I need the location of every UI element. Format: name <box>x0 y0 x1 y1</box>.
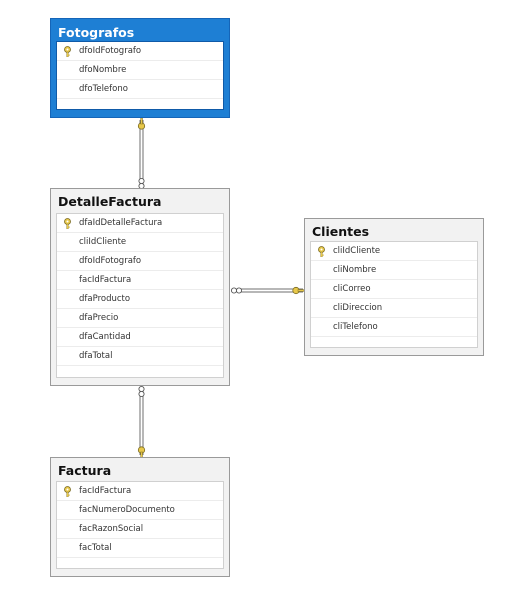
column-row[interactable]: facIdFactura <box>57 271 223 290</box>
column-row[interactable]: cliTelefono <box>311 318 477 337</box>
infinity-icon <box>138 385 145 398</box>
column-name: cliCorreo <box>333 284 371 294</box>
relationship-clientes-detallefactura[interactable] <box>230 286 305 295</box>
column-row[interactable]: dfaProducto <box>57 290 223 309</box>
column-name: cliNombre <box>333 265 377 275</box>
empty-row <box>311 337 477 351</box>
column-name: cliIdCliente <box>333 246 381 256</box>
column-row[interactable]: dfaPrecio <box>57 309 223 328</box>
primary-key-icon <box>63 46 72 58</box>
column-name: facIdFactura <box>79 275 132 285</box>
key-icon <box>137 117 146 130</box>
column-row[interactable]: dfoNombre <box>57 61 223 80</box>
column-row[interactable]: dfoIdFotografo <box>57 42 223 61</box>
column-name: dfoTelefono <box>79 84 128 94</box>
relationship-fotografos-detallefactura[interactable] <box>137 117 146 190</box>
table-title: Fotografos <box>58 25 135 40</box>
column-name: dfoNombre <box>79 65 127 75</box>
column-row[interactable]: cliDireccion <box>311 299 477 318</box>
column-name: facRazonSocial <box>79 524 144 534</box>
infinity-icon <box>230 287 243 294</box>
primary-key-icon <box>63 486 72 498</box>
column-row[interactable]: dfaIdDetalleFactura <box>57 214 223 233</box>
column-grid: facIdFactura facNumeroDocumento facRazonSo… <box>56 481 224 569</box>
column-name: dfoIdFotografo <box>79 256 142 266</box>
column-row[interactable]: dfaCantidad <box>57 328 223 347</box>
primary-key-icon <box>63 218 72 230</box>
table-title: DetalleFactura <box>58 194 162 209</box>
column-grid: dfoIdFotografo dfoNombre dfoTelefono <box>56 41 224 110</box>
column-row[interactable]: cliCorreo <box>311 280 477 299</box>
column-grid: dfaIdDetalleFactura cliIdCliente dfoIdFoto… <box>56 213 224 378</box>
table-fotografos[interactable]: Fotografos dfoIdFotografo dfoNombre dfoTel… <box>50 18 230 118</box>
column-row[interactable]: cliNombre <box>311 261 477 280</box>
key-icon <box>292 286 305 295</box>
table-detallefactura[interactable]: DetalleFactura dfaIdDetalleFactura cliIdC… <box>50 188 230 386</box>
column-row[interactable]: cliIdCliente <box>57 233 223 252</box>
table-title: Clientes <box>312 224 370 239</box>
table-title: Factura <box>58 463 112 478</box>
column-name: cliTelefono <box>333 322 378 332</box>
column-name: dfaTotal <box>79 351 113 361</box>
column-row[interactable]: facRazonSocial <box>57 520 223 539</box>
relationship-factura-detallefactura[interactable] <box>137 385 146 459</box>
column-row[interactable]: dfoIdFotografo <box>57 252 223 271</box>
column-name: facIdFactura <box>79 486 132 496</box>
primary-key-icon <box>317 246 326 258</box>
column-row[interactable]: cliIdCliente <box>311 242 477 261</box>
column-name: cliIdCliente <box>79 237 127 247</box>
column-name: cliDireccion <box>333 303 383 313</box>
column-name: dfaPrecio <box>79 313 119 323</box>
column-name: facTotal <box>79 543 112 553</box>
column-row[interactable]: facIdFactura <box>57 482 223 501</box>
column-row[interactable]: facNumeroDocumento <box>57 501 223 520</box>
column-row[interactable]: facTotal <box>57 539 223 558</box>
column-name: dfaIdDetalleFactura <box>79 218 163 228</box>
column-name: facNumeroDocumento <box>79 505 175 515</box>
empty-row <box>57 366 223 380</box>
column-name: dfaProducto <box>79 294 131 304</box>
column-name: dfoIdFotografo <box>79 46 142 56</box>
column-row[interactable]: dfoTelefono <box>57 80 223 99</box>
column-name: dfaCantidad <box>79 332 131 342</box>
empty-row <box>57 558 223 572</box>
column-grid: cliIdCliente cliNombre cliCorreo cliDirecci… <box>310 241 478 348</box>
empty-row <box>57 99 223 113</box>
column-row[interactable]: dfaTotal <box>57 347 223 366</box>
